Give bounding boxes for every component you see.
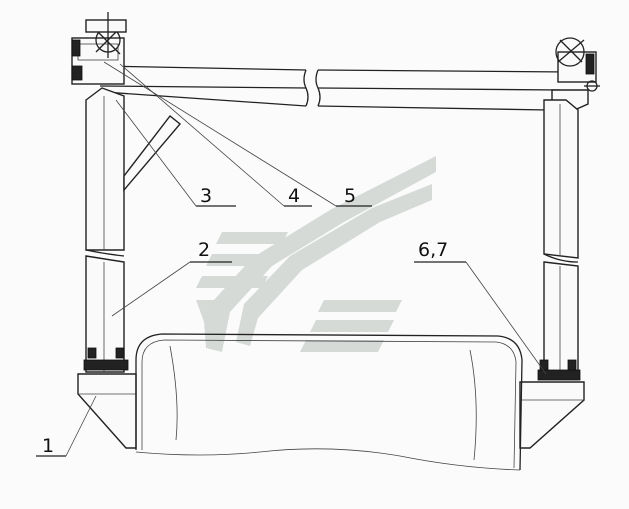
callout-2: 2 xyxy=(198,239,210,261)
watermark-stripe xyxy=(310,320,394,332)
left-foot-bracket xyxy=(77,373,137,449)
leader-2 xyxy=(111,261,191,317)
pulley-right xyxy=(555,37,585,67)
watermark-logo xyxy=(196,156,436,352)
leader-1 xyxy=(65,395,97,457)
left-top-bracket xyxy=(71,12,127,85)
watermark-stripe xyxy=(318,300,402,312)
leader-3 xyxy=(115,99,197,207)
leader-lines xyxy=(36,61,547,457)
leader-5 xyxy=(103,61,337,207)
watermark-chevron-inner xyxy=(236,184,432,346)
watermark-chevron xyxy=(196,156,436,352)
right-foot-bracket xyxy=(519,381,585,449)
leader-6-7 xyxy=(465,261,547,375)
callout-4: 4 xyxy=(288,185,300,207)
container-body xyxy=(135,333,523,471)
watermark-stripe xyxy=(300,340,384,352)
callout-3: 3 xyxy=(200,185,212,207)
top-beam xyxy=(99,65,571,111)
leader-4 xyxy=(119,63,285,207)
right-column xyxy=(537,99,581,381)
right-top-bracket xyxy=(551,37,600,113)
callout-6-7: 6,7 xyxy=(418,239,448,261)
callout-1: 1 xyxy=(42,435,54,457)
callout-5: 5 xyxy=(344,185,356,207)
left-column xyxy=(83,87,181,373)
watermark-stripe xyxy=(216,232,288,244)
callout-labels: 1 2 3 4 5 6,7 xyxy=(42,185,448,457)
